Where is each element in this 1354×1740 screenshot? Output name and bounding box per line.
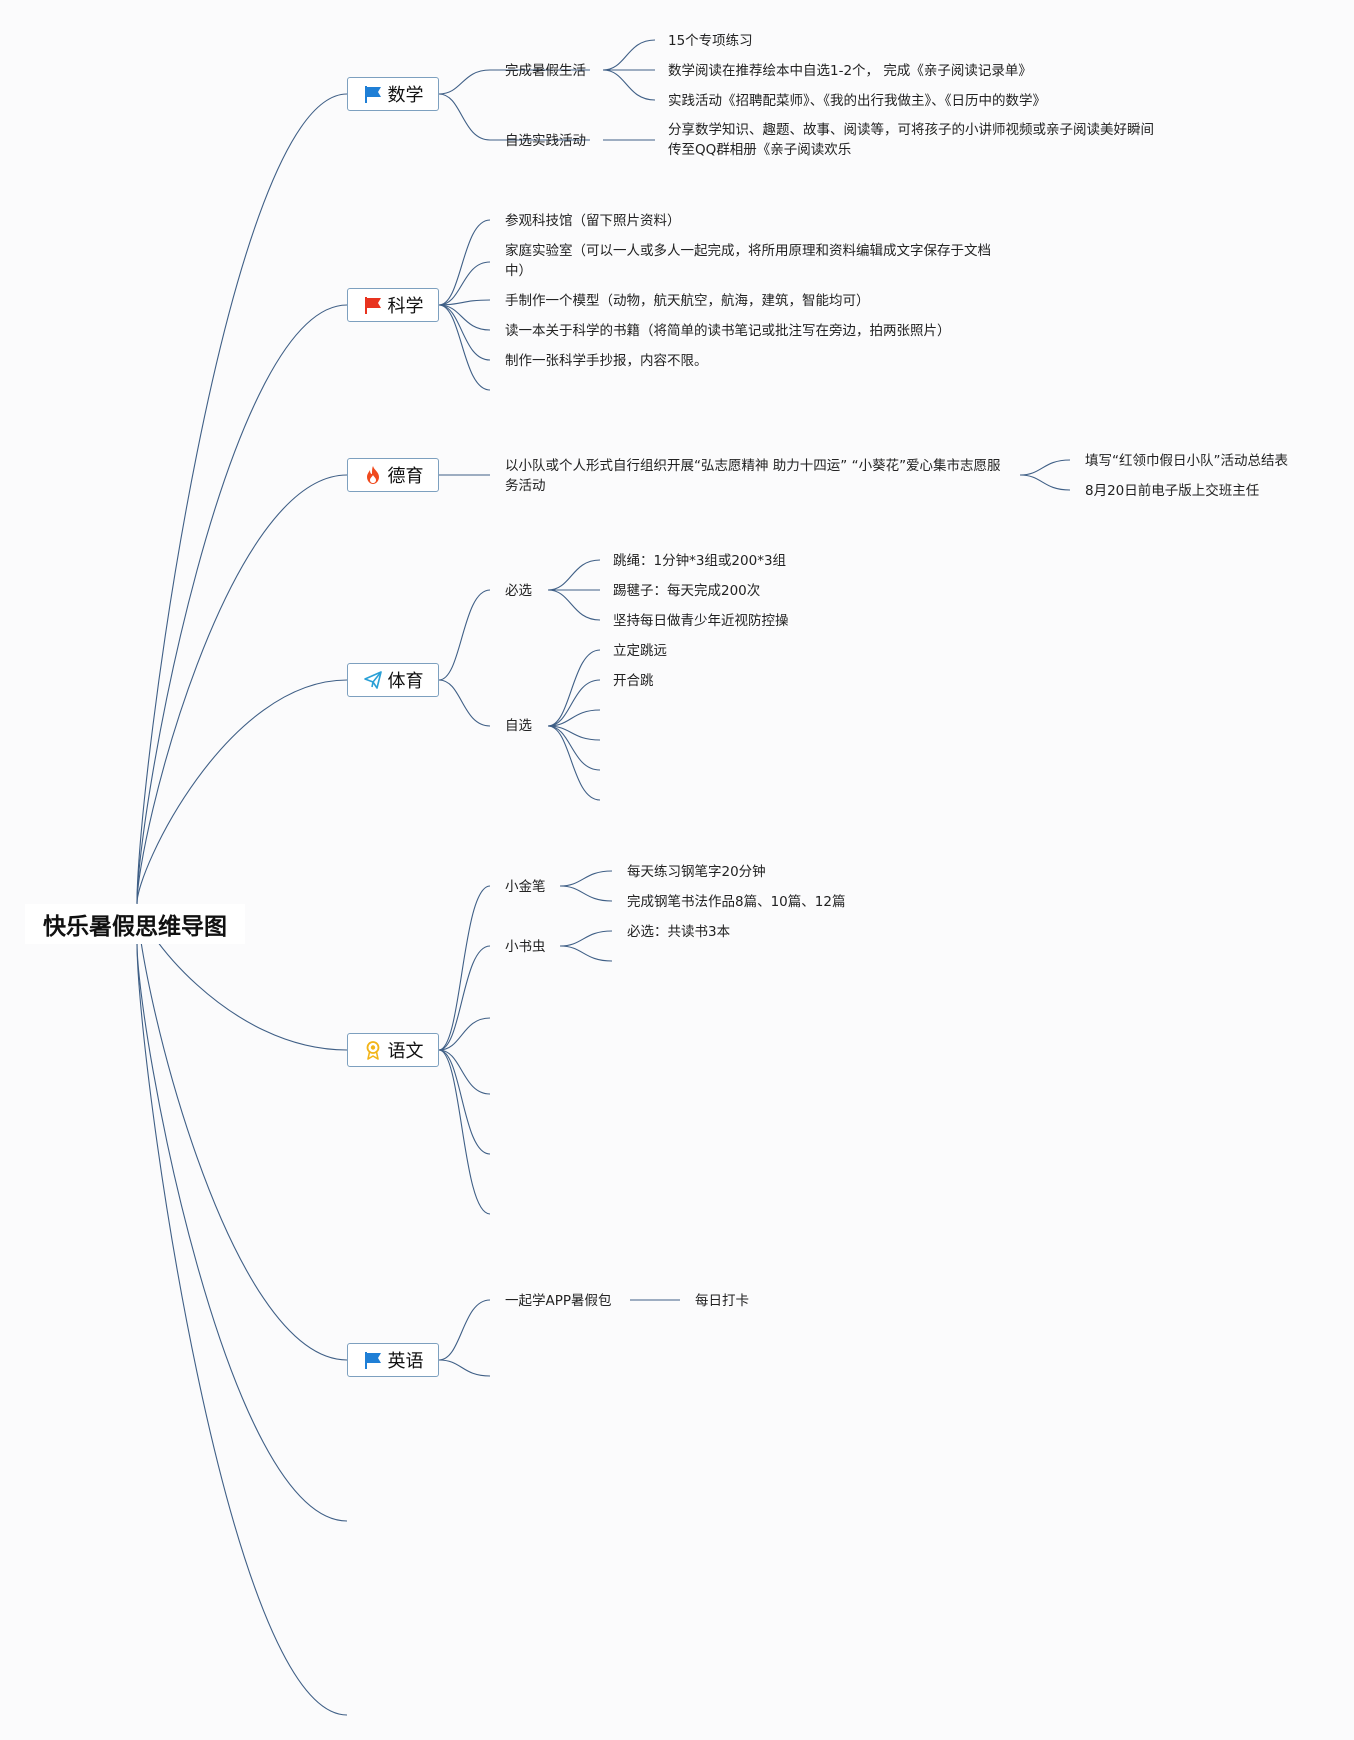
root-node[interactable]: 快乐暑假思维导图	[25, 904, 245, 944]
connector-line	[438, 299, 491, 306]
connector-line	[559, 870, 613, 887]
blue-flag-icon	[364, 1352, 381, 1369]
branch-label: 英语	[387, 1351, 424, 1372]
english-app-item: 每日打卡	[695, 1293, 749, 1309]
connector-line	[438, 945, 491, 1051]
science-item: 制作一张科学手抄报，内容不限。	[505, 353, 708, 369]
connector-line	[1019, 459, 1071, 476]
connector-line	[547, 679, 601, 727]
connector-line	[438, 304, 491, 361]
connector-line	[136, 902, 348, 1361]
branch-science[interactable]: 科学	[347, 288, 439, 322]
pe-required-item: 坚持每日做青少年近视防控操	[613, 613, 789, 629]
math-practice-detail: 分享数学知识、趣题、故事、阅读等，可将孩子的小讲师视频或亲子阅读美好瞬间传至QQ…	[668, 122, 1154, 158]
science-item: 家庭实验室（可以一人或多人一起完成，将所用原理和资料编辑成文字保存于文档中）	[505, 243, 991, 279]
english-app[interactable]: 一起学APP暑假包	[505, 1293, 612, 1309]
pe-required-item: 踢毽子：每天完成200次	[613, 583, 761, 599]
science-item: 读一本关于科学的书籍（将简单的读书笔记或批注写在旁边，拍两张照片）	[505, 323, 951, 339]
connector-line	[547, 725, 601, 801]
pe-required-item: 跳绳：1分钟*3组或200*3组	[613, 553, 787, 569]
branch-math[interactable]: 数学	[347, 77, 439, 111]
branch-moral[interactable]: 德育	[347, 458, 439, 492]
paper-plane-icon	[363, 671, 382, 689]
root-title: 快乐暑假思维导图	[43, 914, 227, 940]
blue-flag-icon	[364, 86, 381, 103]
connector-line	[559, 885, 613, 902]
connector-line	[559, 930, 613, 947]
connector-line	[136, 93, 348, 904]
connector-line	[438, 1049, 491, 1155]
math-summer-item: 15个专项练习	[668, 33, 753, 49]
chinese-pen[interactable]: 小金笔	[505, 879, 546, 895]
moral-sub: 填写“红领巾假日小队”活动总结表	[1085, 453, 1288, 469]
connector-line	[438, 1049, 491, 1215]
connector-line	[547, 589, 601, 621]
connector-line	[559, 945, 613, 962]
connector-line	[602, 39, 656, 71]
connector-line	[602, 69, 656, 101]
connector-line	[136, 942, 348, 1716]
branch-pe[interactable]: 体育	[347, 663, 439, 697]
connector-line	[547, 559, 601, 591]
connector-line	[547, 725, 601, 771]
connector-line	[438, 69, 491, 95]
connector-line	[438, 261, 491, 306]
math-summer-item: 数学阅读在推荐绘本中自选1-2个， 完成《亲子阅读记录单》	[668, 63, 1032, 79]
connector-line	[438, 219, 491, 306]
branch-label: 德育	[387, 466, 424, 487]
math-summer-life[interactable]: 完成暑假生活	[505, 63, 586, 79]
award-ribbon-icon	[366, 1041, 379, 1060]
pe-optional-item: 立定跳远	[613, 643, 667, 659]
connector-line	[438, 1359, 491, 1377]
connector-line	[438, 93, 491, 141]
connector-line	[136, 942, 348, 1522]
connector-line	[547, 725, 601, 741]
connector-line	[438, 1017, 491, 1051]
red-flag-icon	[364, 297, 381, 314]
moral-activity[interactable]: 以小队或个人形式自行组织开展“弘志愿精神 助力十四运” “小葵花”爱心集市志愿服…	[505, 458, 1001, 494]
pe-optional-item: 开合跳	[613, 673, 654, 689]
pe-required[interactable]: 必选	[505, 583, 532, 599]
branch-chinese[interactable]: 语文	[347, 1033, 439, 1067]
connector-line	[438, 1049, 491, 1095]
chinese-pen-item: 完成钢笔书法作品8篇、10篇、12篇	[627, 894, 846, 910]
science-item: 手制作一个模型（动物，航天航空，航海，建筑，智能均可）	[505, 293, 870, 309]
moral-sub: 8月20日前电子版上交班主任	[1085, 483, 1260, 499]
math-summer-item: 实践活动《招聘配菜师》、《我的出行我做主》、《日历中的数学》	[668, 93, 1046, 109]
connector-line	[438, 589, 491, 681]
fire-icon	[366, 466, 379, 484]
connector-line	[547, 709, 601, 727]
connector-line	[438, 679, 491, 727]
math-practice[interactable]: 自选实践活动	[505, 133, 586, 149]
connector-line	[136, 304, 348, 904]
branch-label: 体育	[387, 671, 424, 692]
branch-label: 语文	[387, 1041, 424, 1062]
branch-label: 数学	[387, 85, 424, 106]
branch-english[interactable]: 英语	[347, 1343, 439, 1377]
connector-line	[1019, 474, 1071, 491]
branch-label: 科学	[387, 296, 424, 317]
chinese-reader-item: 必选：共读书3本	[627, 924, 731, 940]
pe-optional[interactable]: 自选	[505, 718, 532, 734]
connector-line	[547, 649, 601, 727]
science-item: 参观科技馆（留下照片资料）	[505, 213, 681, 229]
chinese-reader[interactable]: 小书虫	[505, 939, 546, 955]
chinese-pen-item: 每天练习钢笔字20分钟	[627, 864, 766, 880]
connector-line	[136, 679, 348, 904]
connector-line	[438, 1299, 491, 1361]
connector-line	[136, 474, 348, 904]
connector-line	[438, 304, 491, 391]
connector-line	[438, 885, 491, 1051]
